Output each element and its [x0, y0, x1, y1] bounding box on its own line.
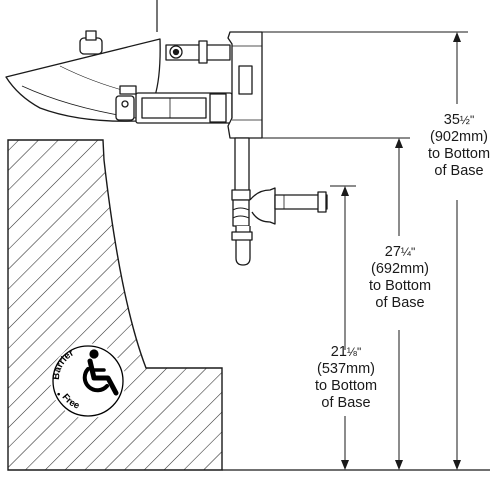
barrier-free-badge: Barrier Free: [50, 343, 126, 419]
dimension-lines: [262, 31, 468, 470]
dimension-label-27-25: 27¼" (692mm) to Bottom of Base: [368, 244, 432, 311]
dimension-label-35-5: 35½" (902mm) to Bottom of Base: [427, 112, 491, 179]
wheelchair-icon: [82, 349, 119, 396]
valve-assembly: [135, 31, 328, 266]
wall-section: [7, 139, 223, 471]
dimension-label-21-125: 21⅛" (537mm) to Bottom of Base: [314, 344, 378, 411]
